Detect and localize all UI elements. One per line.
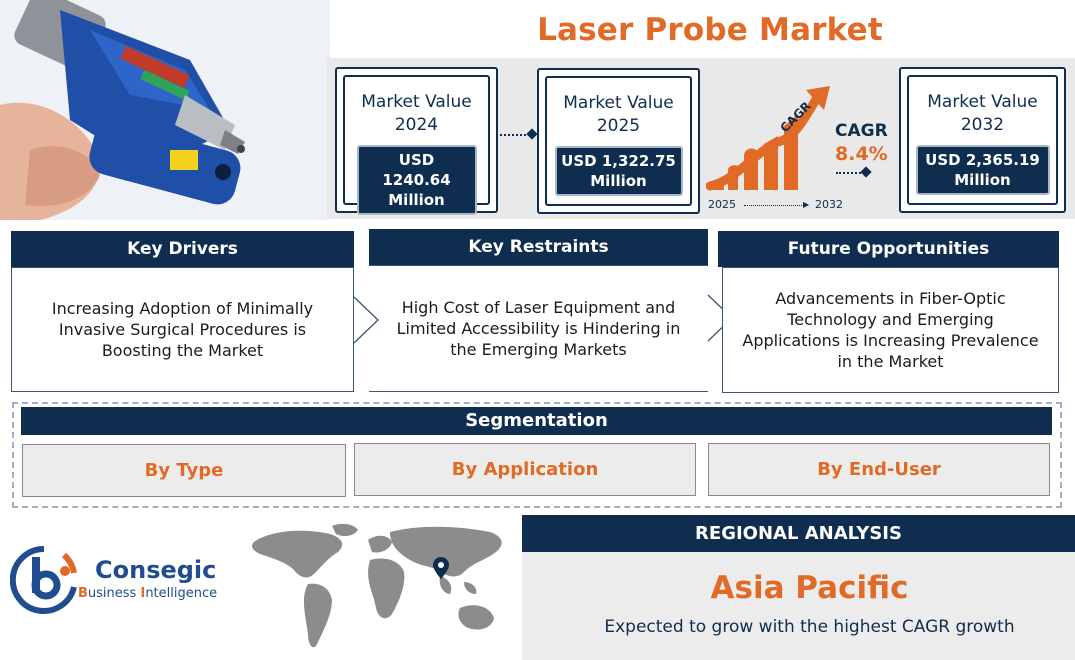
- cagr-start-year: 2025: [708, 198, 736, 211]
- regional-analysis-heading: REGIONAL ANALYSIS: [522, 515, 1075, 552]
- chevron-right-icon: [350, 295, 382, 345]
- segmentation-heading: Segmentation: [21, 407, 1052, 435]
- page-title: Laser Probe Market: [537, 12, 883, 48]
- key-drivers-heading: Key Drivers: [11, 231, 354, 267]
- market-value-2032-card: Market Value 2032 USD 2,365.19 Million: [899, 67, 1066, 213]
- market-value-amount-line2: Million: [388, 191, 445, 209]
- market-value-2024-label: Market Value 2024: [345, 91, 488, 137]
- region-name: Asia Pacific: [710, 570, 909, 606]
- market-value-label-line1: Market Value: [927, 92, 1038, 112]
- connector-line: [500, 134, 530, 136]
- segment-by-application: By Application: [354, 443, 696, 496]
- market-value-2024-card: Market Value 2024 USD 1240.64 Million: [335, 67, 498, 215]
- market-value-2032-label: Market Value 2032: [909, 91, 1056, 137]
- market-value-2025-amount: USD 1,322.75 Million: [554, 146, 683, 196]
- market-value-year: 2024: [394, 115, 439, 135]
- market-value-amount-line2: Million: [954, 171, 1011, 189]
- consegic-logo: [9, 543, 80, 617]
- cagr-label: CAGR: [835, 121, 888, 141]
- growth-arrow-chart-icon: [705, 86, 836, 198]
- market-value-2025-label: Market Value 2025: [547, 92, 690, 138]
- market-value-amount-line2: Million: [590, 172, 647, 190]
- tagline-word: ntelligence: [145, 586, 218, 601]
- brand-name: Consegic: [95, 556, 216, 584]
- year-range-arrow-icon: ▶: [803, 200, 810, 209]
- market-value-label-line1: Market Value: [361, 92, 472, 112]
- cagr-value: 8.4%: [835, 143, 888, 165]
- tagline-initial: I: [140, 586, 146, 601]
- cagr-end-year: 2032: [815, 198, 843, 211]
- brand-tagline: Business Intelligence: [78, 586, 217, 601]
- location-pin-icon: [433, 557, 449, 579]
- world-map-icon: [250, 522, 512, 654]
- market-value-year: 2032: [960, 115, 1005, 135]
- market-value-amount-line1: USD 1,322.75: [561, 152, 676, 170]
- key-drivers-text: Increasing Adoption of Minimally Invasiv…: [11, 267, 354, 392]
- market-value-label-line1: Market Value: [563, 93, 674, 113]
- market-value-amount-line1: USD 1240.64: [382, 151, 451, 189]
- key-restraints-text: High Cost of Laser Equipment and Limited…: [369, 265, 708, 392]
- region-description: Expected to grow with the highest CAGR g…: [604, 617, 1015, 637]
- future-opportunities-heading: Future Opportunities: [718, 231, 1059, 267]
- brand-name-text: Consegic: [95, 556, 217, 584]
- market-value-year: 2025: [596, 116, 641, 136]
- segment-by-end-user: By End-User: [708, 443, 1050, 496]
- key-restraints-heading: Key Restraints: [369, 229, 708, 265]
- market-value-amount-line1: USD 2,365.19: [925, 151, 1040, 169]
- segmentation-panel: [12, 402, 1062, 508]
- laser-probe-photo: [0, 0, 330, 220]
- segment-by-type: By Type: [22, 444, 346, 497]
- tagline-initial: B: [78, 586, 88, 601]
- connector-line: [836, 172, 864, 174]
- tagline-word: usiness: [87, 586, 141, 601]
- market-value-2032-amount: USD 2,365.19 Million: [915, 145, 1050, 195]
- year-range-line: [744, 205, 806, 206]
- market-value-2025-card: Market Value 2025 USD 1,322.75 Million: [537, 68, 700, 214]
- future-opportunities-text: Advancements in Fiber-Optic Technology a…: [722, 267, 1059, 393]
- market-value-2024-amount: USD 1240.64 Million: [356, 145, 477, 215]
